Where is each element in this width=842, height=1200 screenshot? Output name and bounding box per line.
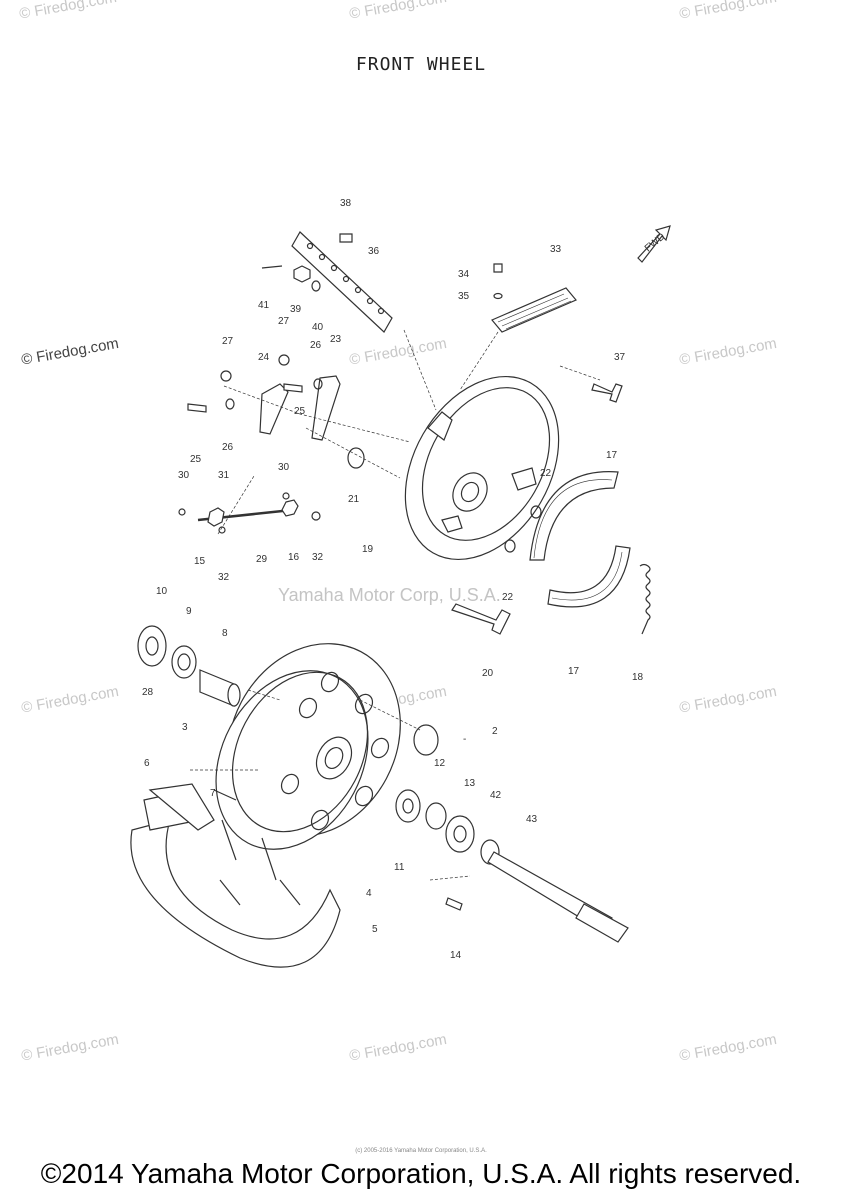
callout-7: 7 xyxy=(210,788,216,799)
callout-30a: 30 xyxy=(178,470,190,481)
callout-17a: 17 xyxy=(606,450,618,461)
page-title: FRONT WHEEL xyxy=(355,54,487,75)
callout-40: 40 xyxy=(312,322,324,333)
tire-and-tube xyxy=(130,783,341,968)
oil-seal xyxy=(137,625,167,667)
callout-dash: - xyxy=(463,734,466,745)
callout-26b: 26 xyxy=(222,442,234,453)
callout-32b: 32 xyxy=(312,552,324,563)
return-spring xyxy=(639,563,651,635)
callout-numbers: 38 36 41 39 40 34 35 33 37 27 24 27 26 2… xyxy=(142,198,644,961)
callout-15: 15 xyxy=(194,556,206,567)
callout-23: 23 xyxy=(330,334,342,345)
camshaft xyxy=(451,603,511,635)
callout-10: 10 xyxy=(156,586,168,597)
bearing-left xyxy=(171,645,197,679)
callout-39: 39 xyxy=(290,304,302,315)
center-watermark: Yamaha Motor Corp, U.S.A. xyxy=(278,585,501,605)
callout-24: 24 xyxy=(258,352,270,363)
callout-34: 34 xyxy=(458,269,470,280)
callout-25a: 25 xyxy=(294,406,306,417)
cable-rod xyxy=(178,492,321,534)
callout-22a: 22 xyxy=(540,468,552,479)
callout-5: 5 xyxy=(372,924,378,935)
callout-27a: 27 xyxy=(222,336,234,347)
callout-11: 11 xyxy=(394,862,405,873)
wheel-hub xyxy=(215,643,401,850)
callout-32a: 32 xyxy=(218,572,230,583)
callout-20: 20 xyxy=(482,668,494,679)
callout-6: 6 xyxy=(144,758,150,769)
callout-2: 2 xyxy=(492,726,498,737)
cover-plate xyxy=(491,263,577,333)
callout-38: 38 xyxy=(340,198,352,209)
callout-25b: 25 xyxy=(190,454,202,465)
torque-rod xyxy=(291,231,393,333)
callout-3: 3 xyxy=(182,722,188,733)
callout-35: 35 xyxy=(458,291,470,302)
callout-33: 33 xyxy=(550,244,562,255)
callout-28: 28 xyxy=(142,687,154,698)
callout-14: 14 xyxy=(450,950,462,961)
callout-18: 18 xyxy=(632,672,644,683)
callout-27b: 27 xyxy=(278,316,290,327)
callout-21: 21 xyxy=(348,494,360,505)
callout-22b: 22 xyxy=(502,592,514,603)
o-ring xyxy=(347,447,365,469)
callout-13: 13 xyxy=(464,778,476,789)
callout-16: 16 xyxy=(288,552,300,563)
small-copyright-note: (c) 2005-2016 Yamaha Motor Corporation, … xyxy=(355,1148,487,1154)
copyright-footer: ©2014 Yamaha Motor Corporation, U.S.A. A… xyxy=(40,1158,802,1189)
callout-12: 12 xyxy=(434,758,446,769)
brake-panel xyxy=(404,375,560,561)
callout-36: 36 xyxy=(368,246,380,257)
callout-17b: 17 xyxy=(568,666,580,677)
callout-31: 31 xyxy=(218,470,230,481)
callout-4: 4 xyxy=(366,888,372,899)
callout-9: 9 xyxy=(186,606,192,617)
brake-shoes xyxy=(529,471,631,608)
brake-arms xyxy=(187,354,341,441)
callout-42: 42 xyxy=(490,790,502,801)
callout-8: 8 xyxy=(222,628,228,639)
callout-29: 29 xyxy=(256,554,268,565)
hub-cap xyxy=(413,724,439,756)
callout-19: 19 xyxy=(362,544,374,555)
callout-30b: 30 xyxy=(278,462,290,473)
callout-37: 37 xyxy=(614,352,626,363)
callout-41: 41 xyxy=(258,300,270,311)
fwd-arrow-icon xyxy=(637,225,671,263)
callout-26a: 26 xyxy=(310,340,322,351)
callout-43: 43 xyxy=(526,814,538,825)
